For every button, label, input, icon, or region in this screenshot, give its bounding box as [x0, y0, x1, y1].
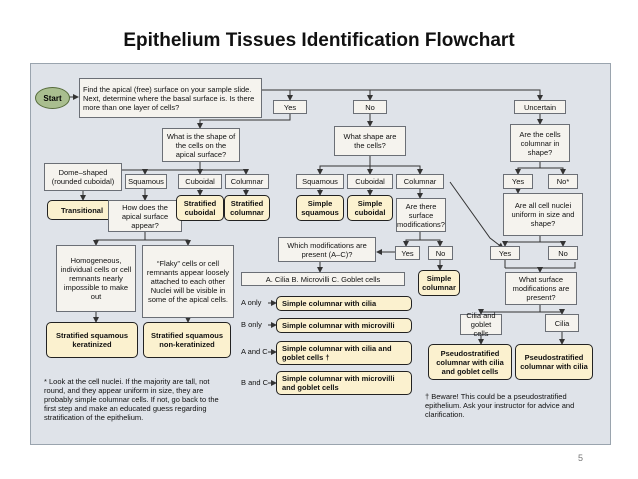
dome-shaped-option: Dome–shaped (rounded cuboidal) — [44, 163, 122, 191]
no-layers: No — [353, 100, 387, 114]
yes-layers: Yes — [273, 100, 307, 114]
transitional-result: Transitional — [47, 200, 117, 220]
simple-squamous-result: Simple squamous — [296, 195, 344, 221]
nuclei-uniform-question: Are all cell nuclei uniform in size and … — [503, 193, 583, 236]
yes-nuclei: Yes — [490, 246, 520, 260]
pseudostratified-cilia-result: Pseudostratified columnar with cilia — [515, 344, 593, 380]
page-number: 5 — [578, 453, 584, 463]
cell-shape-question: What shape are the cells? — [334, 126, 406, 156]
columnar-option-b: Columnar — [396, 174, 444, 189]
slide-title: Epithelium Tissues Identification Flowch… — [123, 30, 515, 51]
start-node: Start — [35, 87, 70, 109]
simple-columnar-cilia-goblet-result: Simple columnar with cilia and goblet ce… — [276, 341, 412, 365]
cuboidal-option-a: Cuboidal — [178, 174, 222, 189]
columnar-shape-question: Are the cells columnar in shape? — [510, 124, 570, 162]
no-columnar: No* — [548, 174, 578, 189]
simple-columnar-microvilli-result: Simple columnar with microvilli — [276, 318, 412, 333]
apical-appear-question: How does the apical surface appear? — [108, 200, 182, 232]
simple-cuboidal-result: Simple cuboidal — [347, 195, 393, 221]
apical-shape-question: What is the shape of the cells on the ap… — [162, 128, 240, 162]
columnar-option-a: Columnar — [225, 174, 269, 189]
simple-columnar-result: Simple columnar — [418, 270, 460, 296]
cuboidal-option-b: Cuboidal — [347, 174, 393, 189]
cilia-option: Cilia — [545, 314, 579, 332]
b-and-c-label: B and C — [241, 378, 269, 387]
squamous-option-a: Squamous — [125, 174, 167, 189]
homogeneous-option: Homogeneous, individual cells or cell re… — [56, 245, 136, 312]
cilia-goblet-option: Cilia and goblet cells — [460, 311, 502, 338]
modifications-list: A. Cilia B. Microvilli C. Goblet cells — [241, 272, 405, 286]
stratified-cuboidal-result: Stratified cuboidal — [176, 195, 224, 221]
a-and-c-label: A and C — [241, 347, 268, 356]
apical-surface-question: Find the apical (free) surface on your s… — [79, 78, 262, 118]
a-only-label: A only — [241, 298, 262, 307]
simple-columnar-cilia-result: Simple columnar with cilia — [276, 296, 412, 311]
yes-columnar: Yes — [503, 174, 533, 189]
surface-modifications-question: Are there surface modifications? — [396, 198, 446, 232]
stratified-squamous-nonkeratinized-result: Stratified squamous non-keratinized — [143, 322, 231, 358]
uncertain-layers: Uncertain — [514, 100, 566, 114]
footnote-dagger: † Beware! This could be a pseudostratifi… — [425, 392, 575, 419]
b-only-label: B only — [241, 320, 262, 329]
no-modifications: No — [428, 246, 453, 260]
yes-modifications: Yes — [395, 246, 420, 260]
which-modifications-question: Which modifications are present (A–C)? — [278, 237, 376, 262]
squamous-option-b: Squamous — [296, 174, 344, 189]
stratified-columnar-result: Stratified columnar — [224, 195, 270, 221]
pseudostratified-cilia-goblet-result: Pseudostratified columnar with cilia and… — [428, 344, 512, 380]
stratified-squamous-keratinized-result: Stratified squamous keratinized — [46, 322, 138, 358]
no-nuclei: No — [548, 246, 578, 260]
surface-modifications-present-question: What surface modifications are present? — [505, 272, 577, 305]
flaky-option: “Flaky” cells or cell remnants appear lo… — [142, 245, 234, 318]
simple-columnar-microvilli-goblet-result: Simple columnar with microvilli and gobl… — [276, 371, 412, 395]
footnote-star: * Look at the cell nuclei. If the majori… — [44, 377, 219, 422]
